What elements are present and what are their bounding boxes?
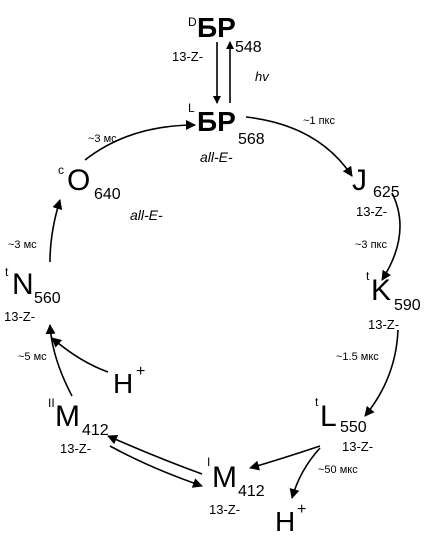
arrow-n-to-o: [49, 199, 63, 263]
m2-name: M: [55, 400, 80, 433]
light-hv-label: hv: [255, 69, 269, 84]
lbr-name: БР: [197, 106, 236, 137]
arrow-o-to-br: [84, 120, 196, 161]
dbr-isomer: 13-Z-: [172, 49, 204, 64]
dbr-name: БР: [197, 12, 236, 43]
arrow-j-to-k: [381, 192, 401, 281]
n-prefix: t: [5, 265, 9, 279]
m2-wavelength: 412: [82, 422, 109, 439]
arrow-k-to-l: [364, 329, 399, 417]
arrow-l-to-m1: [249, 445, 321, 471]
time-o-to-br: ~3 мс: [88, 133, 117, 145]
n-isomer: 13-Z-: [4, 309, 36, 324]
proton-uptake-charge: +: [136, 363, 146, 380]
l-name: L: [320, 400, 337, 433]
arrow-br-to-j: [245, 116, 353, 177]
proton-release-charge: +: [297, 501, 307, 518]
arrow-l-to-proton-release: [289, 447, 321, 499]
o-prefix: c: [58, 163, 64, 177]
arrow-m2-to-n: [45, 324, 73, 397]
l-wavelength: 550: [340, 419, 367, 436]
arrow-proton-uptake: [51, 337, 109, 373]
time-n-to-o: ~3 мс: [8, 239, 37, 251]
o-wavelength: 640: [94, 186, 121, 203]
l-isomer: 13-Z-: [342, 439, 374, 454]
o-name: O: [67, 164, 91, 197]
m2-prefix: II: [48, 396, 55, 410]
m1-name: M: [212, 461, 237, 494]
j-isomer: 13-Z-: [356, 204, 388, 219]
m1-isomer: 13-Z-: [209, 502, 241, 517]
n-wavelength: 560: [34, 290, 61, 307]
lbr-isomer: all-E-: [200, 149, 233, 165]
dbr-wavelength: 548: [235, 39, 262, 56]
lbr-prefix: L: [188, 101, 195, 115]
arrow-m2-to-m1: [109, 445, 203, 488]
j-wavelength: 625: [373, 184, 400, 201]
m2-isomer: 13-Z-: [60, 441, 92, 456]
j-name: J: [352, 164, 367, 197]
time-l-to-m: ~50 мкс: [318, 464, 358, 476]
time-k-to-l: ~1.5 мкс: [336, 351, 379, 363]
time-m-to-n: ~5 мс: [18, 351, 47, 363]
proton-release-symbol: H: [275, 506, 296, 537]
m1-prefix: I: [207, 455, 211, 469]
k-isomer: 13-Z-: [368, 317, 400, 332]
m1-wavelength: 412: [238, 483, 265, 500]
time-j-to-k: ~3 пкс: [355, 239, 387, 251]
time-br-to-j: ~1 пкс: [303, 115, 335, 127]
k-prefix: t: [366, 269, 370, 283]
n-name: N: [12, 268, 34, 301]
k-name: K: [371, 274, 392, 307]
dbr-prefix: D: [188, 15, 197, 29]
arrow-m1-to-m2: [107, 435, 203, 475]
l-prefix: t: [315, 395, 319, 409]
k-wavelength: 590: [394, 297, 421, 314]
lbr-wavelength: 568: [238, 131, 265, 148]
proton-uptake-symbol: H: [113, 368, 134, 399]
o-isomer: all-E-: [130, 207, 163, 223]
